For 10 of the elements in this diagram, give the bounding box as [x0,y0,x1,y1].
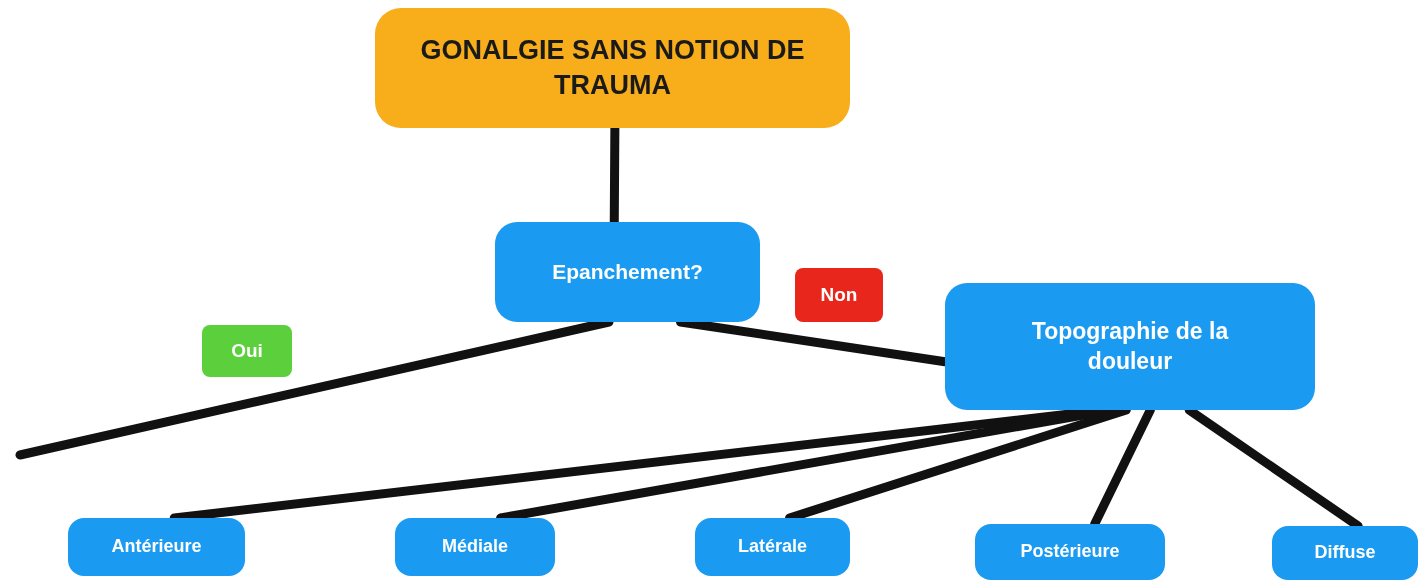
node-box: Latérale [695,518,850,576]
node-box: Antérieure [68,518,245,576]
node-box: Médiale [395,518,555,576]
node-box: Epanchement? [495,222,760,322]
edge-label: Non [795,268,883,322]
edge-label: Oui [202,325,292,377]
node-box: Postérieure [975,524,1165,580]
node-box: Diffuse [1272,526,1418,580]
node-box: Topographie de la douleur [945,283,1315,410]
node-box: GONALGIE SANS NOTION DE TRAUMA [375,8,850,128]
